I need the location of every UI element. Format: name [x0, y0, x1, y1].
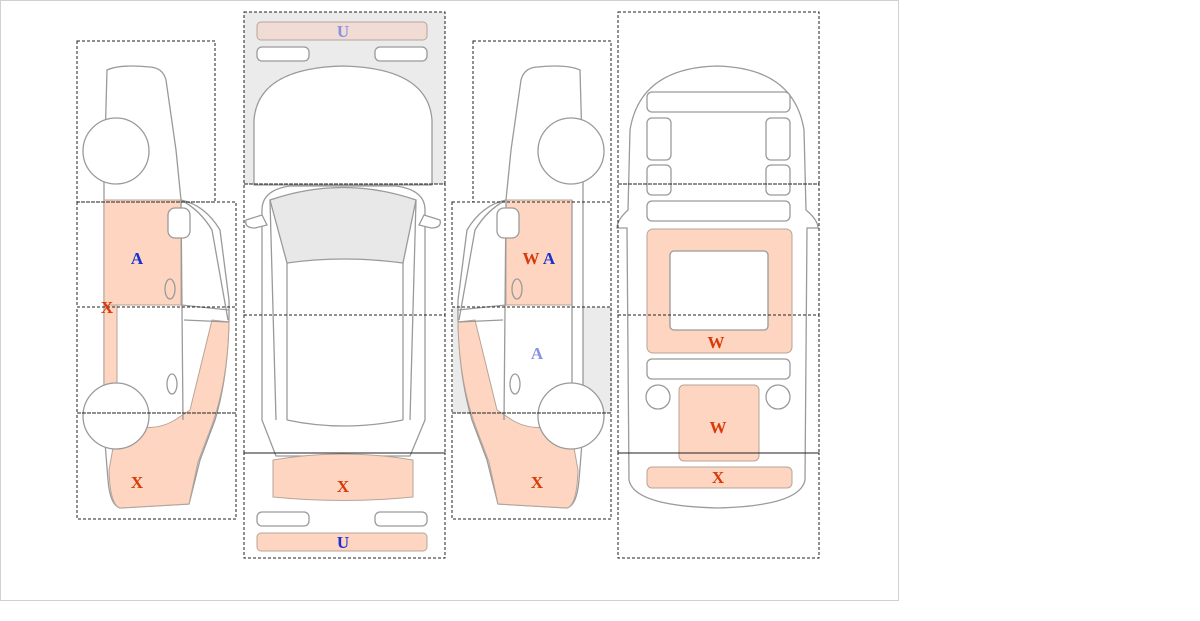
left-rear-wheel: [82, 382, 150, 450]
roof-zone-front: [617, 11, 820, 185]
right-front-door-handle: [511, 278, 523, 300]
left-side-view: A X X: [76, 40, 237, 520]
right-zone-rear-door: [451, 306, 612, 414]
front-rear-top-view: U X U: [243, 11, 446, 559]
roof-right-round: [765, 384, 791, 410]
top-zone-roof: [243, 314, 446, 454]
left-zone-rear-door: [76, 306, 237, 414]
right-zone-rear: [451, 412, 612, 520]
damage-code: A: [531, 344, 544, 363]
roof-right-pillar: [765, 117, 791, 161]
damage-code: X: [531, 473, 544, 492]
damage-code: W: [710, 418, 727, 437]
right-zone-front-door: [451, 201, 612, 308]
front-bumper-damage[interactable]: [256, 21, 428, 41]
damage-code: W: [708, 333, 725, 352]
left-front-door-handle: [164, 278, 176, 300]
roof-rear-bar: [646, 358, 791, 380]
left-door-lines: [180, 199, 230, 421]
rear-bumper-damage[interactable]: [256, 532, 428, 552]
roof-left-pillar-b: [646, 164, 672, 196]
damage-code: U: [337, 22, 349, 41]
sunroof: [669, 250, 769, 331]
roof-left-round: [645, 384, 671, 410]
windshield: [269, 186, 417, 264]
left-rear-quarter-damage[interactable]: [108, 319, 230, 509]
roof-left-pillar: [646, 117, 672, 161]
damage-code: X: [131, 473, 144, 492]
left-rear-door-handle: [166, 373, 178, 395]
roof-mid-bar: [646, 200, 791, 222]
roof-right-pillar-b: [765, 164, 791, 196]
roof-zone-tail: [617, 452, 820, 559]
rear-deck-damage[interactable]: [646, 466, 793, 489]
hood: [253, 65, 433, 186]
roof-interior-view: W W X: [616, 11, 820, 559]
rear-right-light: [374, 511, 428, 527]
right-rear-wheel: [537, 382, 605, 450]
left-zone-front-door: [76, 201, 237, 308]
damage-code: X: [712, 468, 725, 487]
damage-code: W: [523, 249, 540, 268]
roof-zone-rear: [617, 314, 820, 454]
roof-lines: [269, 199, 417, 427]
right-rear-quarter-damage[interactable]: [457, 319, 579, 509]
damage-code: X: [101, 298, 114, 317]
damage-code: A: [543, 249, 556, 268]
rear-left-light: [256, 511, 310, 527]
front-left-light: [256, 46, 310, 62]
damage-code: U: [337, 533, 349, 552]
right-side-view: W A A X: [451, 40, 612, 520]
right-front-wheel: [537, 117, 605, 185]
top-right-mirror: [418, 214, 441, 229]
top-left-mirror: [245, 214, 268, 229]
left-zone-rear: [76, 412, 237, 520]
left-zone-front: [76, 40, 216, 203]
left-mirror: [167, 207, 191, 239]
left-front-wheel: [82, 117, 150, 185]
roof-front-bar: [646, 91, 791, 113]
top-zone-front: [243, 11, 446, 185]
rear-window-damage[interactable]: [678, 384, 760, 462]
right-rear-door-handle: [509, 373, 521, 395]
front-right-light: [374, 46, 428, 62]
rear-trunk-damage[interactable]: [272, 453, 414, 501]
top-zone-rear: [243, 452, 446, 559]
damage-code: A: [131, 249, 144, 268]
right-mirror: [496, 207, 520, 239]
damage-code: X: [337, 477, 350, 496]
left-rocker-damage[interactable]: [103, 304, 118, 386]
